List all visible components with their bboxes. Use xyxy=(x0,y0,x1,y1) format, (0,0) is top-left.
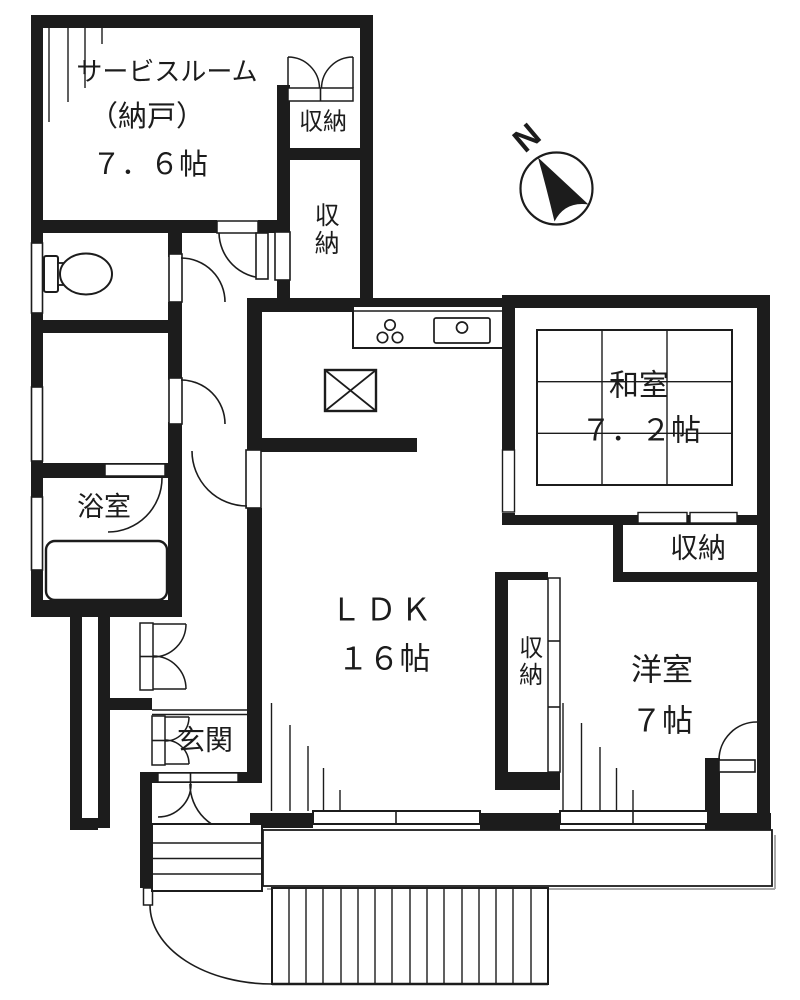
room-label-yoshitsu: 洋室 xyxy=(631,652,693,688)
door-bathroom xyxy=(104,463,166,533)
hatch-lines xyxy=(48,28,634,811)
crossed-box-icon xyxy=(323,368,378,413)
closet-label-service: 収納 xyxy=(299,108,347,136)
doors xyxy=(104,56,758,985)
double-door-closet-genkan xyxy=(151,715,190,766)
sink-icon xyxy=(433,317,491,344)
sliding-door-closet-between xyxy=(547,577,561,773)
sliding-door-closet xyxy=(637,511,688,524)
compass-icon xyxy=(519,151,594,226)
closet-label-washitsu: 収納 xyxy=(669,532,727,564)
window-yoshitsu xyxy=(559,810,709,825)
toilet-icon xyxy=(43,252,113,296)
door-toilet xyxy=(168,253,226,303)
room-label-genkan: 玄関 xyxy=(176,724,234,756)
room-size-service-room: ７．６帖 xyxy=(91,148,209,181)
windows xyxy=(30,242,709,825)
room-label-service-room: サービスルーム xyxy=(76,56,258,87)
window-ldk xyxy=(312,810,481,825)
stove-icon xyxy=(376,318,404,344)
kitchen-counter xyxy=(352,305,504,349)
terrace-stairs xyxy=(271,887,549,986)
room-size-washitsu: ７．２帖 xyxy=(581,414,701,448)
genkan-step-edge xyxy=(152,709,247,716)
room-size-yoshitsu: ７帖 xyxy=(631,703,693,739)
door-washroom xyxy=(168,377,226,425)
walls xyxy=(31,15,771,888)
door-closet-yoshitsu xyxy=(718,721,758,773)
double-door-closet-hall xyxy=(139,622,187,691)
room-label-ldk: ＬＤＫ xyxy=(330,592,436,628)
entrance-steps xyxy=(151,823,263,892)
room-label-bathroom: 浴室 xyxy=(77,491,131,522)
room-label-washitsu: 和室 xyxy=(609,369,669,403)
window xyxy=(30,496,44,571)
door-service-room xyxy=(216,220,269,280)
entrance-door xyxy=(157,772,239,833)
window xyxy=(30,242,44,314)
bathtub-icon xyxy=(44,539,169,602)
room-label-service-room-alias: （納戸） xyxy=(88,100,206,133)
window xyxy=(30,386,44,462)
room-size-ldk: １６帖 xyxy=(337,641,431,677)
door-closet-hall xyxy=(274,231,291,281)
double-door-closet-service xyxy=(287,56,354,102)
balcony xyxy=(262,829,776,890)
gate-door xyxy=(142,887,273,985)
tatami-grid xyxy=(536,329,733,486)
closet-label-hall-tall: 収納 xyxy=(311,202,340,258)
closet-label-between: 収納 xyxy=(514,635,542,689)
door-ldk xyxy=(191,449,262,509)
sliding-door-closet xyxy=(689,511,738,524)
sliding-door-washitsu xyxy=(501,449,516,513)
